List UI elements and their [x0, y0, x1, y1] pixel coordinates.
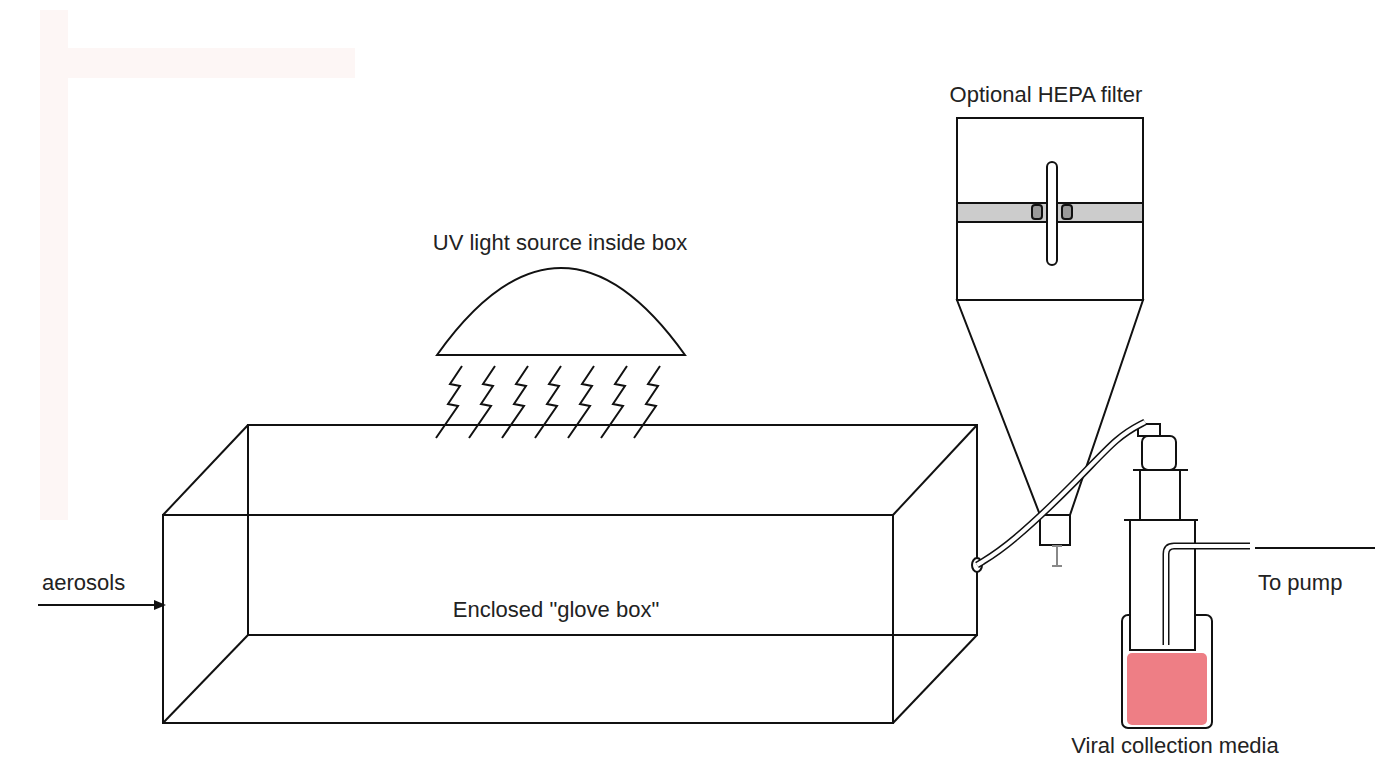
background-mark: [40, 10, 355, 520]
glove-box-outline: [893, 425, 977, 515]
aerosol-arrow: [154, 600, 166, 610]
glove-box: Enclosed "glove box": [163, 425, 977, 723]
hepa-filter: [1047, 162, 1057, 265]
uv-rays: [436, 366, 660, 438]
pump-pipe: [1166, 546, 1250, 645]
impinger: [1140, 470, 1180, 520]
uv-ray: [436, 366, 462, 438]
uv-ray: [568, 366, 594, 438]
node-label: Optional HEPA filter: [912, 82, 1180, 107]
part-label: To pump: [1258, 570, 1342, 595]
node-label: Viral collection media: [1030, 733, 1320, 758]
uv-ray: [601, 366, 627, 438]
tube-connector: [977, 422, 1145, 565]
uv-ray: [502, 366, 528, 438]
clamp-symbol: [1052, 546, 1062, 566]
impinger: [1127, 653, 1207, 725]
hepa-filter: [1040, 515, 1070, 545]
tube-outer: [977, 422, 1145, 565]
glove-box-outline: [163, 425, 977, 723]
label-holder: To pump: [1258, 570, 1342, 595]
node-label: Enclosed "glove box": [163, 597, 949, 622]
hepa-filter: [957, 300, 1143, 515]
background-mark: [40, 10, 68, 520]
uv-ray: [535, 366, 561, 438]
uv-lamp-box: UV light source inside box: [370, 228, 750, 358]
node-label: UV light source inside box: [370, 230, 750, 255]
pump-pipe: [1166, 546, 1250, 645]
glove-box-outline: [893, 635, 977, 723]
pump-pipe: [1255, 547, 1375, 549]
aerosol-arrow: [38, 604, 158, 606]
hepa-filter: [1062, 205, 1072, 219]
hepa-filter: [1032, 205, 1042, 219]
hepa-filter: [957, 118, 1143, 545]
uv-lamp: [437, 268, 685, 355]
tube-inner: [977, 422, 1145, 565]
impinger: [1142, 436, 1176, 470]
uv-ray: [469, 366, 495, 438]
uv-ray: [634, 366, 660, 438]
hepa-filter: [957, 118, 1143, 300]
glove-box-outline: [163, 425, 248, 515]
filter-housing: Optional HEPA filter: [912, 82, 1180, 572]
glove-box-outline: [163, 635, 248, 723]
aerosol-arrow: [38, 600, 166, 610]
background-mark: [40, 48, 355, 78]
pump-pipe: [1166, 546, 1375, 645]
label-holder: aerosols: [42, 570, 125, 595]
clamp-symbol: [1052, 546, 1062, 566]
uv-lamp: [437, 268, 685, 355]
part-label: aerosols: [42, 570, 125, 595]
